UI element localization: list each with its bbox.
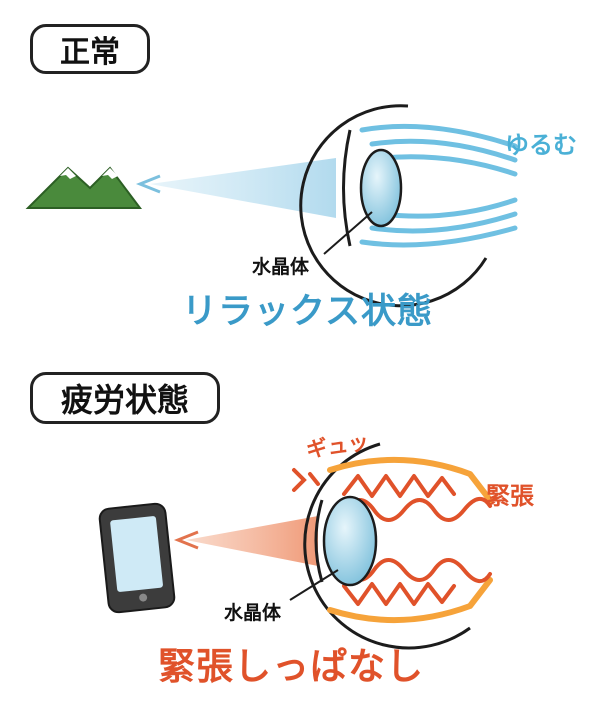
light-beam-tense (173, 516, 318, 566)
muscle-label-relaxed: ゆるむ (505, 131, 577, 159)
mountain-icon (25, 166, 142, 209)
light-beam-relaxed (135, 158, 336, 218)
smartphone-icon (98, 502, 176, 614)
lens-label-tense: 水晶体 (224, 602, 282, 624)
state-label-tense: 緊張しっぱなし (158, 645, 424, 688)
state-label-relaxed: リラックス状態 (182, 292, 433, 332)
lens-label-relaxed: 水晶体 (252, 256, 310, 278)
muscle-label-tense: 緊張 (486, 482, 534, 510)
section-title-normal: 正常 (30, 24, 150, 74)
lens-tense (322, 495, 378, 587)
eye-relaxed (299, 104, 518, 308)
relaxed-ciliary-muscle (359, 123, 518, 248)
tense-ciliary-muscle (327, 456, 493, 624)
eye-tense (289, 442, 493, 650)
strain-mark-icon (292, 468, 320, 492)
lens-pointer-relaxed (323, 211, 373, 255)
section-title-tired: 疲労状態 (30, 372, 220, 424)
lens-relaxed (359, 148, 403, 228)
lens-pointer-tense (289, 569, 339, 601)
